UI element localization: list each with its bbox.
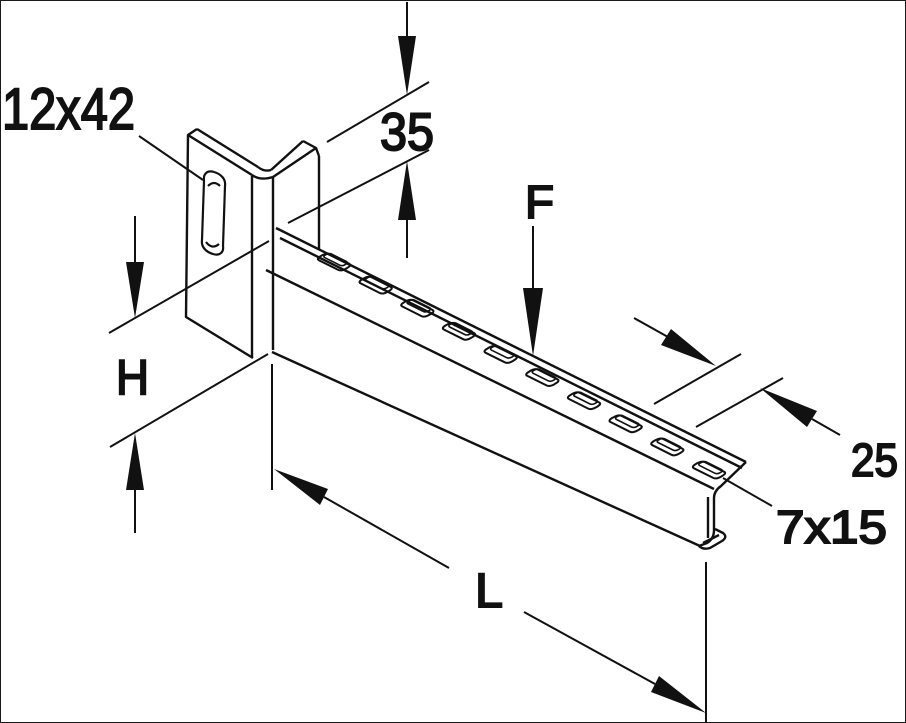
label-12x42-value: 12x42 (2, 77, 135, 142)
fold-top-arc (251, 174, 274, 180)
dim-H-ext-lower (109, 353, 269, 448)
arm-foot (698, 527, 727, 550)
arm-slot-inner-edge (656, 437, 682, 452)
force-arrow-F: F (523, 175, 555, 356)
arm-web-bottom-edge (271, 350, 701, 548)
dim-25-ext-2 (695, 377, 784, 428)
plate-top-edge (187, 133, 253, 177)
dim-H: H (108, 216, 270, 533)
dim-25-shaft-1 (633, 317, 669, 338)
arm-slot-inner-edge (448, 322, 474, 336)
flange-top-edge (272, 147, 317, 178)
label-7x15-leader (722, 477, 773, 507)
dim-35-ext-lower (287, 149, 430, 224)
arm-slot-inner-edge (364, 275, 390, 290)
arm-slot-inner-edge (489, 345, 515, 359)
plate-outline (184, 128, 254, 360)
arm-slot-inner-edge (406, 298, 432, 313)
flange-end-cap (302, 139, 321, 157)
label-12x42: 12x42 (1, 76, 204, 181)
dim-L-line-1 (323, 496, 450, 569)
force-arrow-icon (523, 288, 543, 356)
fold-top-inner-arc (257, 166, 272, 172)
dim-L-value: L (475, 565, 503, 618)
arm-slot-inner-edge (614, 414, 640, 429)
dim-25: 25 (633, 317, 899, 487)
label-7x15-value: 7x15 (776, 501, 887, 553)
dim-L: L (271, 364, 707, 723)
arm-foot-inner-line (702, 533, 720, 545)
mounting-slot-outline (200, 170, 227, 256)
mounting-slot (200, 170, 227, 256)
arm-slot-row (316, 252, 727, 480)
dim-H-arrow-down-icon (126, 262, 144, 318)
label-7x15: 7x15 (722, 477, 888, 554)
wall-plate (184, 127, 321, 360)
arm-slot-inner-edge (323, 252, 349, 267)
dim-35-value: 35 (380, 103, 434, 162)
dim-H-arrow-up-icon (126, 433, 144, 490)
arm-slot-inner-edge (531, 368, 557, 383)
dim-25-shaft-2 (811, 418, 841, 436)
arm-top-back-edge (275, 226, 747, 464)
dim-L-arrow-end-icon (651, 676, 706, 713)
mounting-slot-inner-bottom (205, 241, 220, 248)
label-12x42-leader (138, 135, 204, 181)
dim-25-value: 25 (851, 434, 898, 486)
flange-top-inner-edge (270, 140, 304, 171)
arm-slot-inner-edge (573, 391, 599, 406)
dim-35-arrow-up-icon (398, 161, 416, 220)
dim-35: 35 (287, 2, 435, 258)
arm-slot-inner-edge (698, 460, 724, 475)
dim-H-value: H (116, 351, 149, 405)
force-label: F (525, 176, 554, 228)
dim-25-ext-1 (653, 353, 742, 405)
dim-L-arrow-start-icon (274, 469, 328, 505)
plate-top-inner-edge (196, 127, 259, 169)
mounting-slot-inner-top (207, 181, 221, 187)
dim-L-line-2 (523, 611, 656, 685)
dim-25-arrow-left-icon (760, 388, 817, 427)
cantilever-arm (265, 226, 747, 550)
dim-H-ext-upper (108, 240, 270, 334)
arm-front-fold-edge (265, 268, 715, 491)
dim-35-arrow-down-icon (398, 36, 416, 95)
dim-25-arrow-right-icon (661, 329, 716, 366)
dim-35-ext-upper (326, 81, 430, 143)
